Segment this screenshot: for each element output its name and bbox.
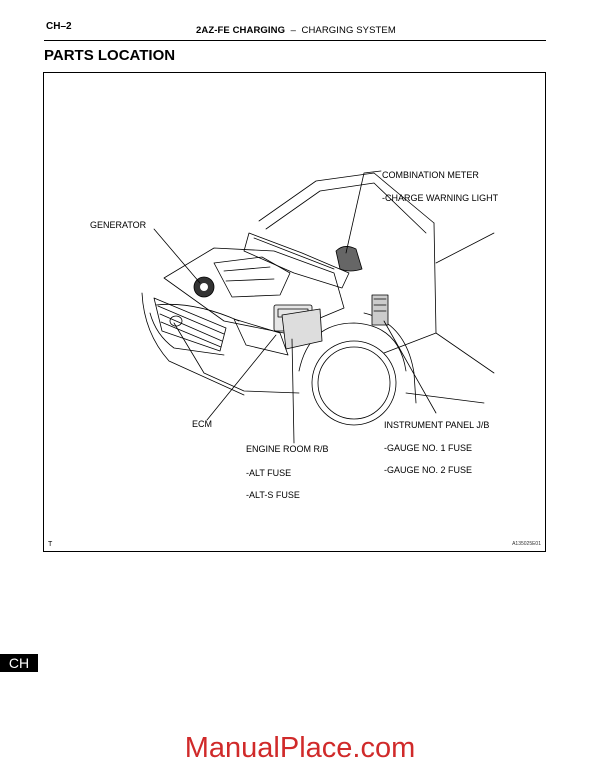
label-instrument-panel-jb: INSTRUMENT PANEL J/B bbox=[384, 420, 490, 430]
running-header-section: 2AZ-FE CHARGING bbox=[196, 25, 286, 36]
car-illustration bbox=[141, 170, 495, 444]
running-header-subsection: CHARGING SYSTEM bbox=[301, 25, 396, 36]
label-generator: GENERATOR bbox=[90, 220, 147, 230]
label-engine-room-rb: ENGINE ROOM R/B bbox=[246, 444, 329, 454]
running-header-separator: – bbox=[290, 25, 296, 36]
page-title: PARTS LOCATION bbox=[44, 47, 176, 64]
running-header: 2AZ-FE CHARGING – CHARGING SYSTEM bbox=[196, 25, 396, 36]
label-gauge-no2-fuse: -GAUGE NO. 2 FUSE bbox=[384, 465, 473, 475]
section-tab: CH bbox=[0, 654, 38, 672]
page-code: CH–2 bbox=[46, 21, 72, 32]
watermark: ManualPlace.com bbox=[184, 732, 416, 764]
figure-corner-mark: T bbox=[48, 541, 53, 548]
label-gauge-no1-fuse: -GAUGE NO. 1 FUSE bbox=[384, 443, 473, 453]
label-alt-fuse: -ALT FUSE bbox=[246, 468, 292, 478]
label-charge-warning-light: -CHARGE WARNING LIGHT bbox=[382, 193, 499, 203]
header-rule bbox=[44, 40, 546, 41]
parts-location-figure: COMBINATION METER -CHARGE WARNING LIGHT … bbox=[43, 72, 546, 552]
figure-id: A135025E01 bbox=[512, 541, 541, 547]
label-combination-meter: COMBINATION METER bbox=[382, 170, 479, 180]
label-alt-s-fuse: -ALT-S FUSE bbox=[246, 490, 300, 500]
label-ecm: ECM bbox=[192, 419, 212, 429]
